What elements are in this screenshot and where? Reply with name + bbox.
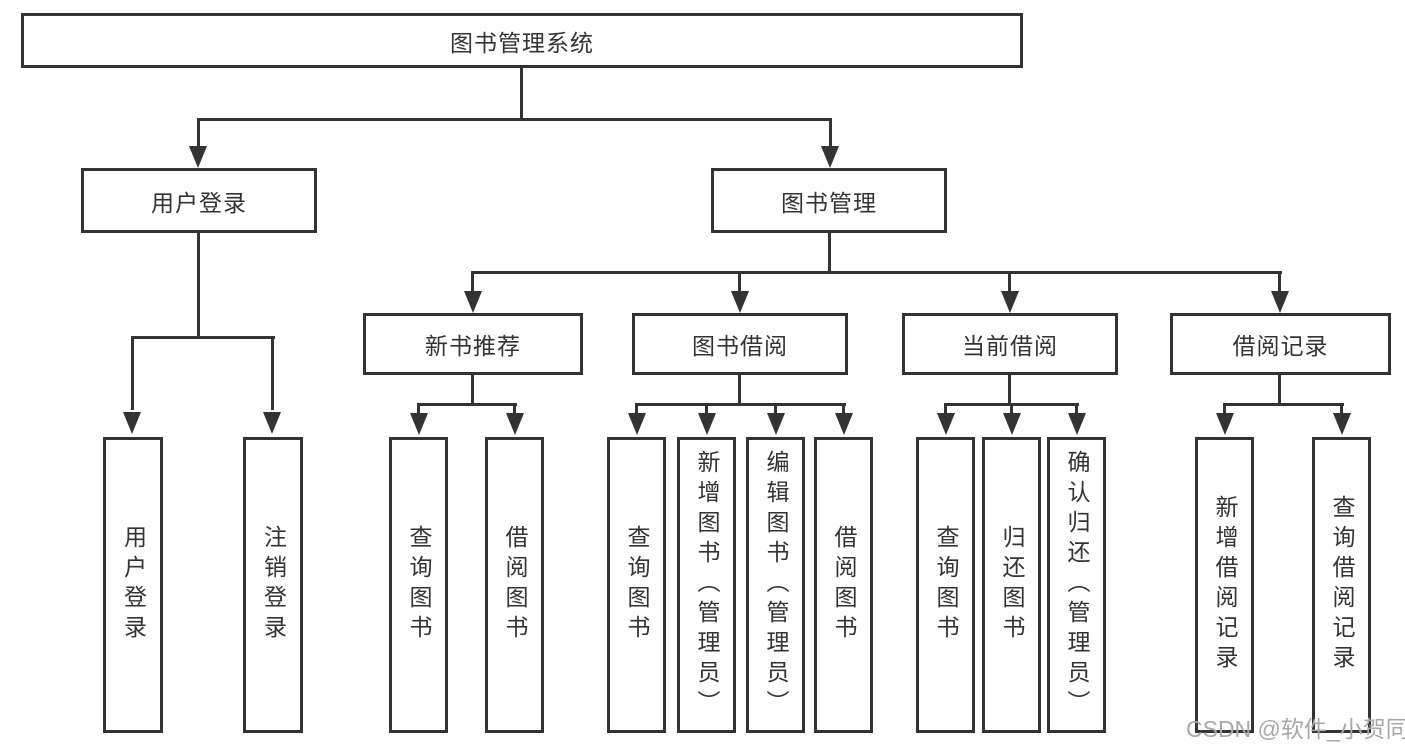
- node-label: 用户登录: [120, 525, 147, 645]
- arrow-down-icon: [1068, 413, 1086, 435]
- arrow-down-icon: [263, 412, 281, 434]
- node-library-system: 图书管理系统: [21, 13, 1023, 68]
- connector-drop: [1008, 274, 1011, 292]
- arrow-down-icon: [1003, 413, 1021, 435]
- arrow-down-icon: [767, 413, 785, 435]
- connector-drop: [705, 406, 708, 414]
- leaf-add-borrow-record: 新增借阅记录: [1195, 437, 1254, 733]
- node-label: 当前借阅: [962, 333, 1058, 359]
- leaf-borrow-book: 借阅图书: [814, 437, 873, 733]
- connector-drop: [1340, 406, 1343, 414]
- connector-level1-bar: [197, 118, 832, 121]
- connector-drop: [1010, 406, 1013, 414]
- leaf-confirm-return-admin: 确认归还（管理员）: [1047, 437, 1106, 733]
- node-label: 用户登录: [151, 189, 247, 216]
- arrow-down-icon: [1271, 291, 1289, 313]
- node-label: 查询借阅记录: [1329, 495, 1355, 675]
- leaf-query-borrow-record: 查询借阅记录: [1312, 437, 1371, 733]
- connector-drop: [842, 406, 845, 414]
- connector-drop: [635, 406, 638, 414]
- node-label: 编辑图书（管理员）: [763, 450, 789, 720]
- csdn-watermark: CSDN @软件_小贺同学: [1186, 716, 1405, 742]
- connector-drop: [197, 121, 200, 147]
- node-current-borrow: 当前借阅: [902, 313, 1118, 375]
- node-label: 图书借阅: [692, 333, 788, 359]
- node-label: 查询图书: [933, 525, 959, 645]
- connector-bookmgmt-stem: [828, 233, 831, 273]
- node-label: 注销登录: [260, 525, 287, 645]
- connector-drop: [1223, 406, 1226, 414]
- connector-bar: [635, 403, 846, 406]
- node-label: 新增图书（管理员）: [694, 450, 720, 720]
- node-user-login: 用户登录: [81, 168, 317, 233]
- node-label: 新书推荐: [425, 333, 521, 359]
- arrow-down-icon: [189, 146, 207, 168]
- connector-stem: [1008, 375, 1011, 405]
- leaf-edit-book-admin: 编辑图书（管理员）: [746, 437, 805, 733]
- connector-stem: [738, 375, 741, 405]
- node-borrow-records: 借阅记录: [1170, 313, 1391, 375]
- node-new-book-recommend: 新书推荐: [363, 313, 583, 375]
- node-label: 新增借阅记录: [1212, 495, 1238, 675]
- node-label: 借阅图书: [502, 525, 528, 645]
- connector-drop: [1075, 406, 1078, 414]
- arrow-down-icon: [698, 413, 716, 435]
- arrow-down-icon: [628, 413, 646, 435]
- leaf-borrow-book-newrec: 借阅图书: [485, 437, 544, 733]
- leaf-logout: 注销登录: [243, 437, 303, 733]
- connector-userlogin-bar: [131, 336, 275, 339]
- arrow-down-icon: [821, 146, 839, 168]
- arrow-down-icon: [937, 413, 955, 435]
- connector-userlogin-stem: [197, 233, 200, 337]
- connector-drop: [471, 274, 474, 292]
- connector-drop: [513, 406, 516, 414]
- leaf-query-book-borrow: 查询图书: [607, 437, 666, 733]
- node-book-management: 图书管理: [711, 168, 947, 233]
- connector-drop: [944, 406, 947, 414]
- arrow-down-icon: [835, 413, 853, 435]
- connector-stem: [471, 375, 474, 405]
- leaf-add-book-admin: 新增图书（管理员）: [677, 437, 736, 733]
- arrow-down-icon: [410, 413, 428, 435]
- node-label: 图书管理: [781, 189, 877, 216]
- connector-root-stem: [520, 68, 523, 118]
- node-book-borrow: 图书借阅: [632, 313, 848, 375]
- arrow-down-icon: [1333, 413, 1351, 435]
- arrow-down-icon: [1001, 291, 1019, 313]
- connector-drop: [774, 406, 777, 414]
- node-label: 确认归还（管理员）: [1064, 450, 1090, 720]
- leaf-query-book-current: 查询图书: [916, 437, 975, 733]
- arrow-down-icon: [731, 291, 749, 313]
- connector-bar: [1223, 403, 1344, 406]
- node-label: 借阅图书: [831, 525, 857, 645]
- connector-drop: [738, 274, 741, 292]
- arrow-down-icon: [464, 291, 482, 313]
- connector-drop: [417, 406, 420, 414]
- arrow-down-icon: [123, 412, 141, 434]
- connector-drop: [1278, 274, 1281, 292]
- connector-stem: [1278, 375, 1281, 405]
- leaf-query-book-newrec: 查询图书: [389, 437, 448, 733]
- node-label: 归还图书: [999, 525, 1025, 645]
- connector-bar: [417, 403, 517, 406]
- connector-drop: [131, 339, 134, 410]
- connector-drop: [829, 121, 832, 147]
- node-label: 借阅记录: [1232, 333, 1329, 359]
- leaf-return-book: 归还图书: [982, 437, 1041, 733]
- arrow-down-icon: [506, 413, 524, 435]
- connector-bar: [944, 403, 1079, 406]
- leaf-user-login: 用户登录: [103, 437, 163, 733]
- node-label: 查询图书: [624, 525, 650, 645]
- node-label: 图书管理系统: [450, 29, 594, 56]
- connector-drop: [271, 339, 274, 410]
- connector-level2-bar: [471, 271, 1282, 274]
- node-label: 查询图书: [406, 525, 432, 645]
- arrow-down-icon: [1216, 413, 1234, 435]
